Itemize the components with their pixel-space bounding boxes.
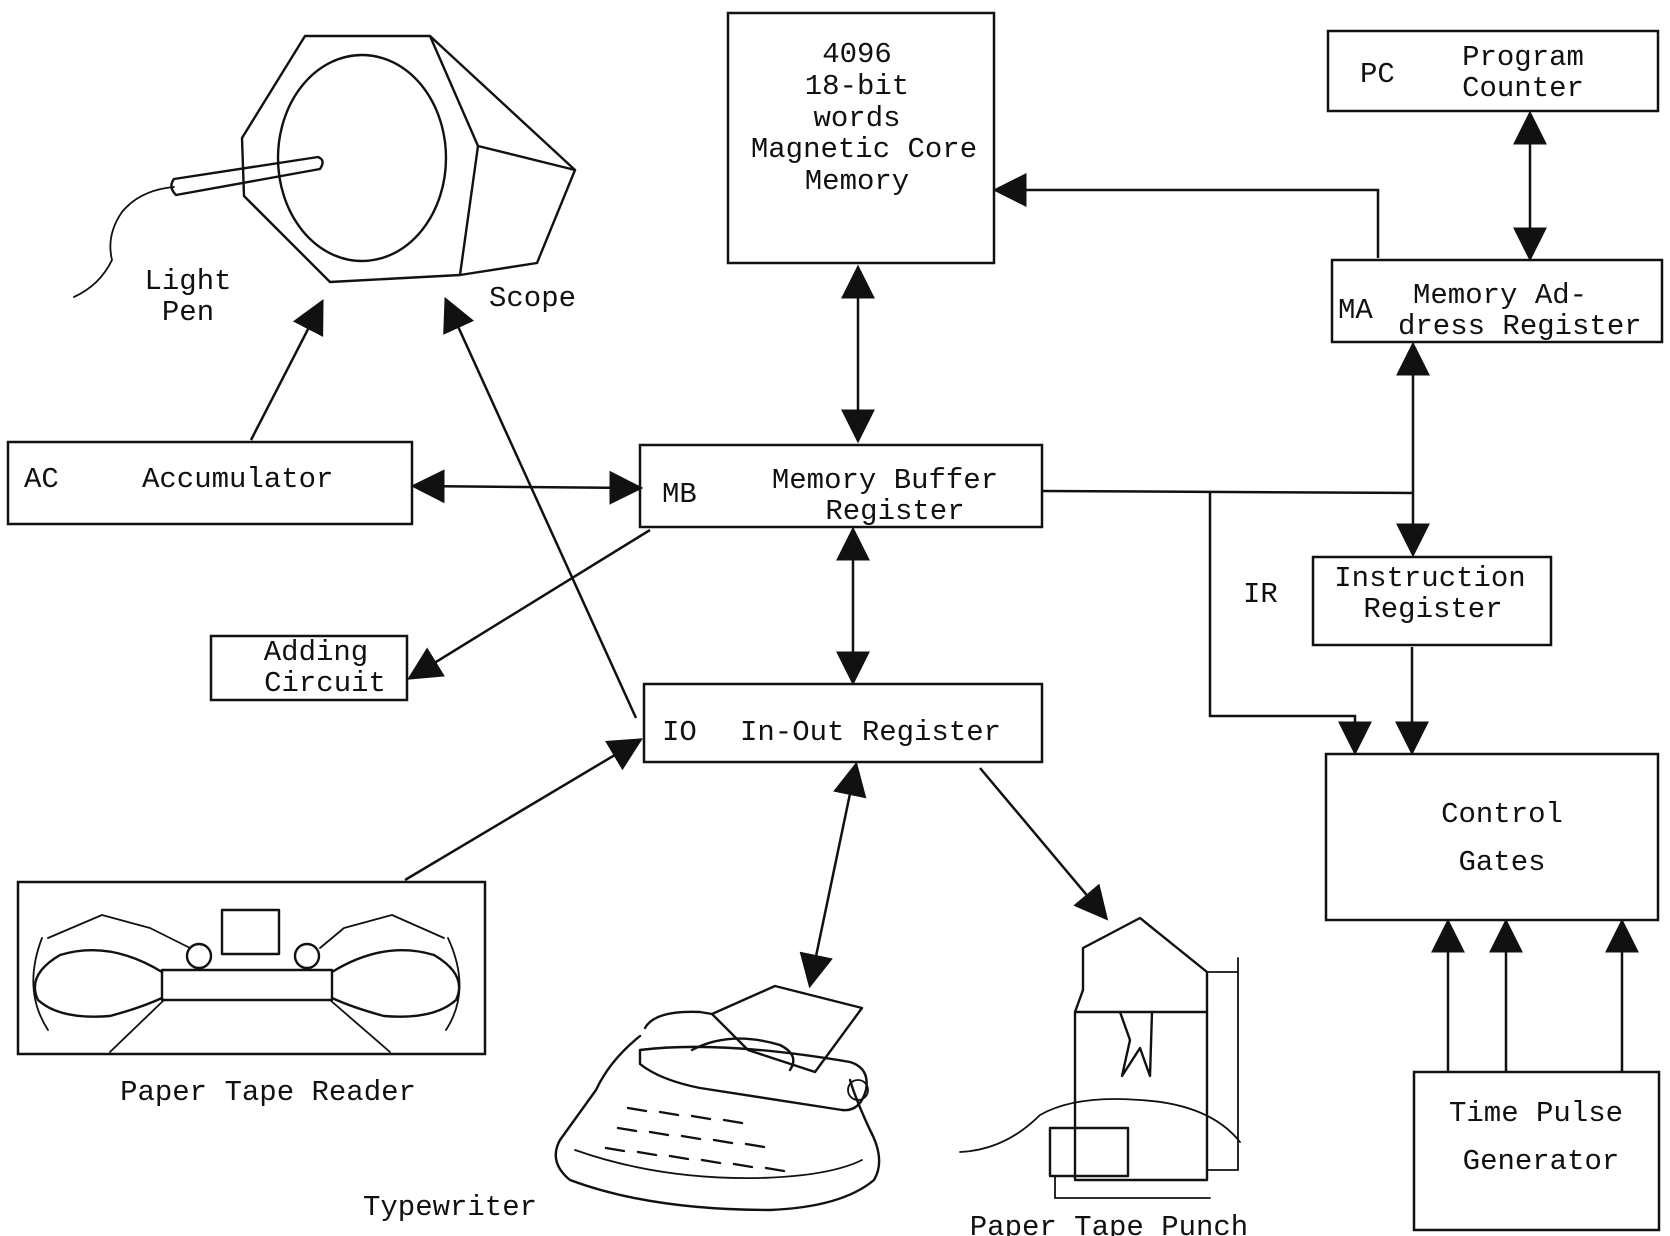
ac-mb-bus: [410, 469, 644, 505]
io-to-punch-line: [979, 767, 1109, 921]
pc-label-2: Counter: [1462, 72, 1584, 105]
memory-label-type: Magnetic Core: [751, 133, 977, 166]
typewriter-keys: [604, 1106, 786, 1173]
memory-label-name: Memory: [805, 165, 909, 198]
reader-to-io-line: [404, 738, 643, 882]
adder-label-2: Circuit: [264, 667, 386, 700]
accumulator-box: AC Accumulator: [6, 440, 414, 526]
ma-label-2: dress Register: [1398, 310, 1642, 343]
control-label-2: Gates: [1458, 846, 1545, 879]
scope-label: Scope: [489, 282, 576, 315]
io-to-scope-line: [443, 296, 638, 719]
memory-address-register-box: MA Memory Ad- dress Register: [1330, 258, 1664, 344]
ir-label-2: Register: [1363, 593, 1502, 626]
ma-to-memory-line: [992, 173, 1380, 258]
pc-label-1: Program: [1462, 41, 1584, 74]
mb-label-2: Register: [825, 495, 964, 528]
paper-tape-punch-label: Paper Tape Punch: [970, 1211, 1248, 1236]
typewriter-label: Typewriter: [363, 1191, 537, 1224]
ma-label-1: Memory Ad-: [1413, 279, 1587, 312]
pc-abbr: PC: [1360, 58, 1395, 91]
adding-circuit-box: Adding Circuit: [209, 634, 409, 702]
adder-label-1: Adding: [264, 636, 368, 669]
io-label: In-Out Register: [740, 716, 1001, 749]
tpg-label-2: Generator: [1463, 1145, 1620, 1178]
core-memory-box: 4096 18-bit words Magnetic Core Memory: [726, 11, 996, 265]
tpg-label-1: Time Pulse: [1449, 1097, 1623, 1130]
mb-trunk-line: [1041, 489, 1414, 495]
control-label-1: Control: [1441, 798, 1563, 831]
paper-tape-reader-drawing: [16, 880, 487, 1056]
mb-to-adder-line: [407, 528, 651, 680]
ac-to-scope-line: [249, 298, 324, 441]
light-pen-label-1: Light: [144, 265, 231, 298]
mb-abbr: MB: [662, 478, 697, 511]
control-gates-box: Control Gates: [1324, 752, 1660, 922]
io-typewriter-bus: [799, 761, 867, 989]
io-register-box: IO In-Out Register: [642, 682, 1044, 764]
light-pen-drawing: [73, 155, 324, 298]
ac-abbr: AC: [24, 463, 59, 496]
paper-tape-punch-drawing: [959, 916, 1241, 1199]
instruction-register-box: Instruction Register: [1311, 555, 1553, 647]
io-abbr: IO: [662, 716, 697, 749]
paper-tape-reader-label: Paper Tape Reader: [120, 1076, 416, 1109]
ac-label: Accumulator: [142, 463, 333, 496]
memory-label-wordsize: 18-bit: [805, 70, 909, 103]
program-counter-box: PC Program Counter: [1326, 29, 1660, 113]
typewriter-drawing: [554, 984, 881, 1212]
ir-label-1: Instruction: [1334, 562, 1525, 595]
light-pen-label-2: Pen: [162, 296, 214, 329]
mb-to-control-line: [1208, 492, 1372, 756]
ir-abbr: IR: [1243, 578, 1278, 611]
time-pulse-generator-box: Time Pulse Generator: [1412, 1070, 1661, 1232]
memory-buffer-register-box: MB Memory Buffer Register: [638, 443, 1044, 529]
mb-label-1: Memory Buffer: [772, 464, 998, 497]
scope-drawing: [240, 34, 577, 284]
memory-label-words: words: [813, 102, 900, 135]
ma-abbr: MA: [1338, 294, 1373, 327]
memory-label-size: 4096: [822, 38, 892, 71]
